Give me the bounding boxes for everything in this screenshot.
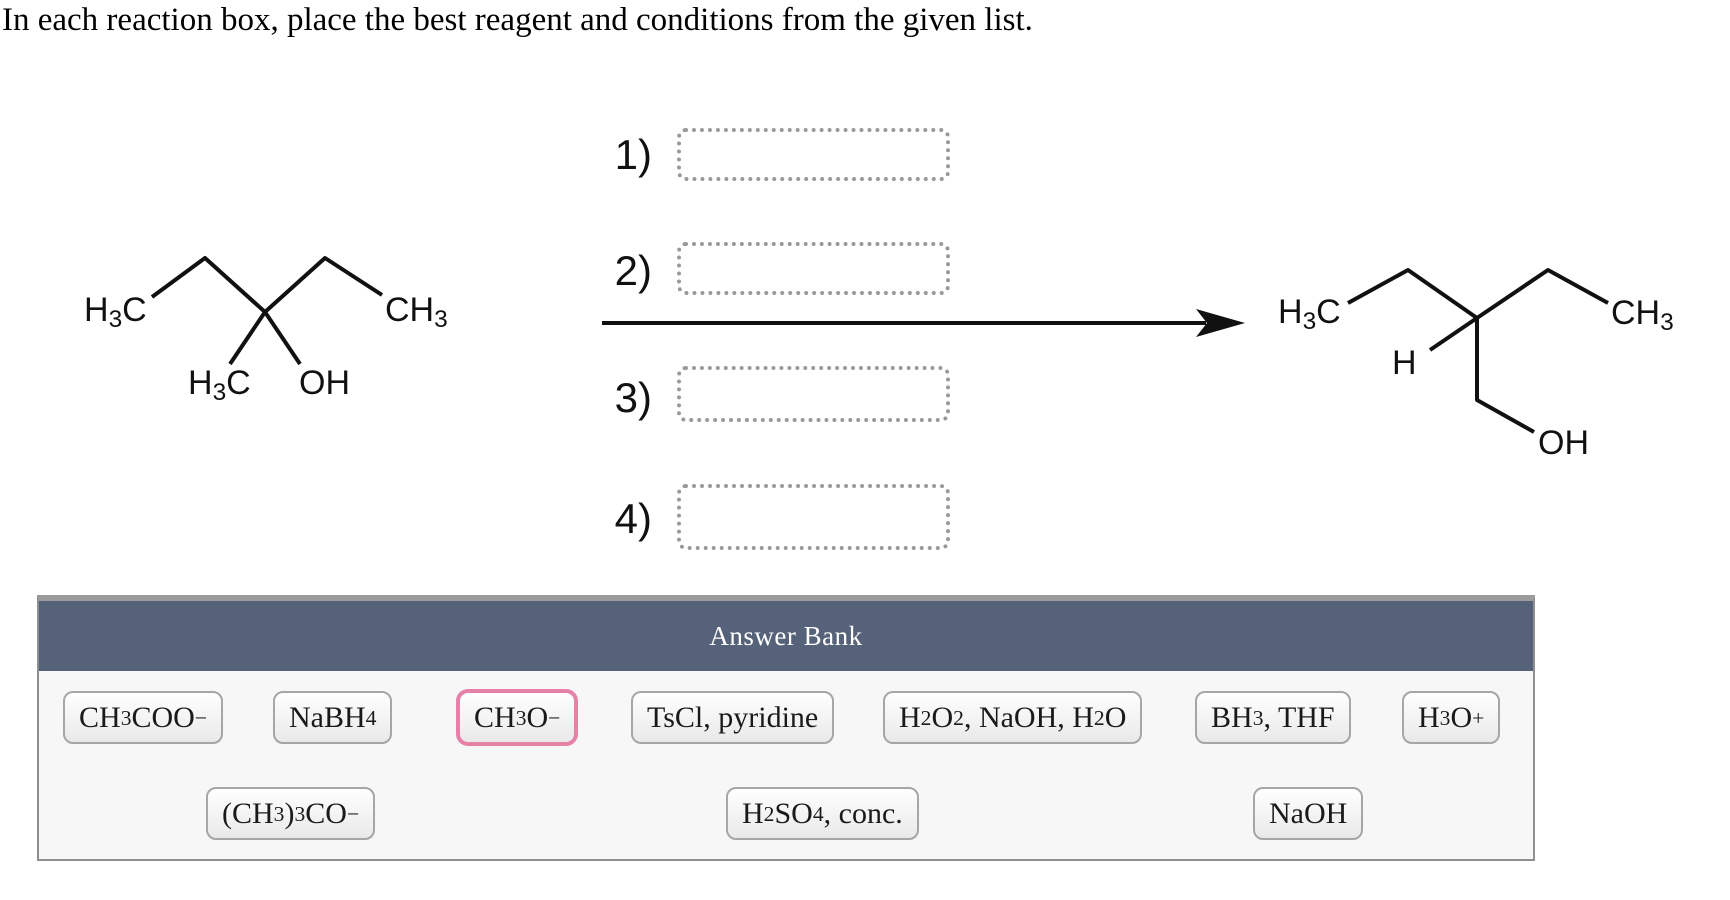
reaction-box-4[interactable] xyxy=(677,484,950,550)
reaction-box-2[interactable] xyxy=(677,242,950,295)
right-molecule-h-label: H xyxy=(1392,344,1417,382)
answer-bank-title: Answer Bank xyxy=(709,620,863,651)
right-molecule-ch3-label: CH3 xyxy=(1611,294,1674,336)
right-molecule-oh-label: OH xyxy=(1538,424,1589,462)
left-molecule-ch3-label: CH3 xyxy=(385,291,448,333)
page-title: In each reaction box, place the best rea… xyxy=(2,2,1033,38)
step-4-label: 4) xyxy=(614,495,652,542)
reagent-naoh-button[interactable]: NaOH xyxy=(1253,787,1364,840)
answer-bank-header: Answer Bank xyxy=(39,601,1533,671)
reaction-box-1[interactable] xyxy=(677,128,950,181)
methyl-bond xyxy=(228,310,267,366)
left-molecule-h3c-label: H3C xyxy=(84,291,147,333)
hydroxymethyl-bond xyxy=(1475,318,1535,434)
left-molecule-oh-label: OH xyxy=(299,364,350,402)
carbon-chain-bond xyxy=(1347,268,1609,320)
step-1-label: 1) xyxy=(614,131,652,178)
carbon-chain-bond xyxy=(150,256,384,314)
reaction-box-3[interactable] xyxy=(677,366,950,422)
step-2-label: 2) xyxy=(614,247,652,294)
hydrogen-bond xyxy=(1428,316,1479,352)
arrowhead xyxy=(1196,309,1245,337)
left-molecule-methyl-label: H3C xyxy=(188,364,251,406)
reagent-tscl-pyridine-button[interactable]: TsCl, pyridine xyxy=(631,691,835,744)
step-3-label: 3) xyxy=(614,374,652,421)
right-molecule-h3c-label: H3C xyxy=(1278,293,1341,335)
hydroxyl-bond xyxy=(263,310,302,366)
